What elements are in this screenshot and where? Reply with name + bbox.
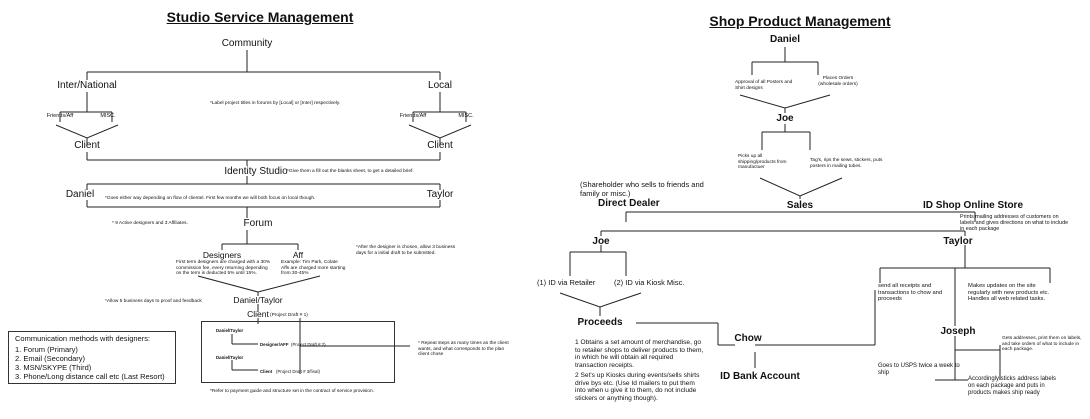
identity-brief-note: *Give them a fill out the blanks sheet, …: [287, 169, 414, 174]
comm-item-email: 2. Email (Secondary): [15, 354, 86, 363]
designer-aff-node: Designer/AFF: [260, 342, 289, 347]
shop-title: Shop Product Management: [709, 13, 891, 29]
sticks-address-note: Accordingly sticks address labels on eac…: [968, 376, 1057, 396]
misc-right: MISC.: [458, 113, 474, 119]
gets-addresses-note: Gets addresses, print them on labels, an…: [1002, 336, 1082, 353]
direct-dealer-node: Direct Dealer: [598, 198, 660, 209]
approval-designs-note: Approval of all Posters and Shirt design…: [735, 80, 793, 91]
id-shop-online-store-node: ID Shop Online Store: [923, 200, 1024, 211]
send-receipts-note: send all receipts and transactions to ch…: [878, 283, 943, 303]
studio-title: Studio Service Management: [166, 9, 354, 25]
kiosks-note: 2 Set's up Kiosks during events/sells sh…: [575, 372, 700, 402]
designers-node: Designers: [202, 250, 242, 260]
local-node: Local: [428, 80, 452, 91]
comm-item-forum: 1. Forum (Primary): [15, 345, 78, 354]
id-via-retailer: (1) ID via Retailer: [537, 278, 596, 287]
project-draft-3: (Project Draft # 3/final): [276, 369, 320, 374]
community-node: Community: [221, 38, 273, 49]
inner-daniel-taylor-1: Daniel/Taylor: [216, 328, 244, 333]
taylor-node: Taylor: [426, 189, 454, 200]
prints-mailing-note: Prints mailing addresses of customers on…: [960, 214, 1069, 233]
client-center-node: Client: [247, 309, 269, 319]
aff-node: Aff: [292, 250, 304, 260]
forum-node: Forum: [243, 218, 273, 229]
obtains-merchandise-note: 1 Obtains a set amount of merchandise, g…: [575, 339, 704, 369]
client-inner-node: Client: [260, 369, 273, 374]
repeat-steps-note: * Repeat steps as many times as the clie…: [418, 341, 509, 358]
inter-national-node: Inter/National: [57, 80, 117, 91]
client-left-node: Client: [74, 140, 100, 151]
clientel-flow-note: *Goes either way depending on flow of cl…: [105, 196, 316, 201]
id-via-kiosk: (2) ID via Kiosk Misc.: [614, 278, 685, 287]
label-projects-note: *Label project titles in forums by [Loca…: [210, 101, 341, 106]
shop-daniel-node: Daniel: [769, 34, 801, 45]
allow-business-days-note: *Allow 5 business days to proof and feed…: [105, 299, 202, 304]
daniel-taylor-node: Daniel/Taylor: [233, 295, 283, 305]
inner-daniel-taylor-2: Daniel/Taylor: [216, 355, 244, 360]
places-orders-note: Places Orders (wholesale orders): [818, 76, 858, 87]
daniel-node: Daniel: [65, 189, 95, 200]
active-designers-note: * 9 Active designers and 3 Affiliates.: [112, 221, 188, 226]
goes-usps-note: Goes to USPS twice a week to ship: [878, 363, 960, 376]
shop-joe-top-node: Joe: [776, 113, 794, 124]
client-right-node: Client: [427, 140, 453, 151]
sales-node: Sales: [786, 200, 814, 211]
designers-commission-note: First term designers are charged with a …: [176, 260, 271, 277]
misc-left: MISC.: [100, 113, 116, 119]
comm-item-msn-skype: 3. MSN/SKYPE (Third): [15, 363, 92, 372]
communication-heading: Communication methods with designers:: [15, 334, 151, 343]
communication-methods-box: Communication methods with designers: 1.…: [8, 331, 176, 384]
shareholder-note: (Shareholder who sells to friends and fa…: [580, 180, 704, 198]
picks-up-shipping-note: Picks up all shipping/products from manu…: [738, 154, 787, 171]
refer-payment-note: *Refer to payment guide and structure se…: [210, 389, 374, 394]
identity-studio-node: Identity Studio: [224, 166, 288, 177]
project-draft-1: (Project Draft # 1): [270, 313, 308, 318]
chow-node: Chow: [734, 333, 762, 344]
project-draft-2: (Project Draft # 2): [291, 342, 326, 347]
after-designer-chosen-note: *After the designer is chosen, allow 3 b…: [356, 245, 456, 256]
friends-aff-left: Friends/Aff: [46, 113, 74, 119]
comm-item-phone: 3. Phone/Long distance call etc (Last Re…: [15, 372, 165, 381]
shop-joe-mid-node: Joe: [592, 236, 610, 247]
makes-updates-note: Makes updates on the site regularly with…: [968, 283, 1050, 303]
joseph-node: Joseph: [940, 326, 976, 337]
shop-taylor-node: Taylor: [943, 236, 973, 247]
tags-sews-note: Tag's, rips the sews, stickers, puts pos…: [810, 158, 883, 169]
revision-loop-box: [201, 321, 395, 383]
proceeds-node: Proceeds: [577, 317, 623, 328]
id-bank-account-node: ID Bank Account: [720, 371, 800, 382]
aff-charge-note: Example: Tim Park, Colate Affs are charg…: [281, 260, 346, 277]
friends-aff-right: Friends/Aff: [399, 113, 427, 119]
